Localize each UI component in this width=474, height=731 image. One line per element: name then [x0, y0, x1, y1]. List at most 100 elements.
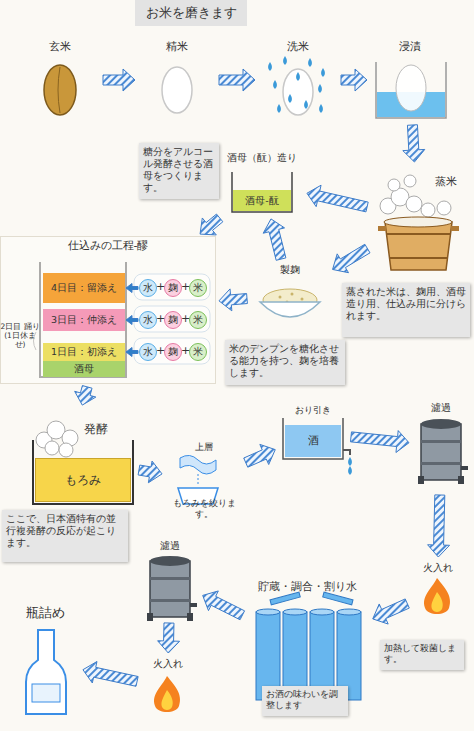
mash-tank: [40, 262, 126, 377]
storage-tanks: [270, 592, 300, 605]
pressing-cloth: [198, 474, 199, 486]
racking-tank: [348, 466, 352, 475]
racking-tank: [283, 418, 343, 459]
plus-sign: +: [156, 312, 163, 325]
tank-layer: 酒母: [43, 361, 125, 377]
washing-rice: [321, 68, 325, 77]
flow-arrow: [75, 386, 96, 406]
ingredient-circle: 米: [189, 311, 207, 329]
node-text: もろみ: [36, 473, 130, 488]
callout-box: ここで、日本酒特有の並行複発酵の反応が起こります。: [2, 510, 128, 562]
node-text: 酒: [285, 434, 341, 448]
filter-tank: [147, 556, 197, 621]
node-text: ここで、日本酒特有の並行複発酵の反応が起こります。: [6, 513, 124, 549]
ingredient-circle: 麹: [164, 279, 182, 297]
node-text: 酒母（酛）造り: [222, 152, 302, 164]
soaking-container: [376, 62, 446, 118]
koji-bowl: [279, 296, 282, 299]
heating-flame: [154, 676, 180, 712]
washing-rice: [283, 69, 313, 115]
node-text: 水: [140, 314, 156, 327]
node-text: 玄米: [22, 40, 98, 54]
flow-arrow: [428, 495, 450, 557]
plus-sign: +: [156, 344, 163, 357]
node-text: 水: [140, 346, 156, 359]
soaking-container: [396, 65, 426, 111]
node-text: 発酵: [0, 422, 108, 437]
node-text: 酒母: [43, 363, 125, 375]
flow-arrow: [341, 69, 367, 91]
node-text: 4日目：留添え: [43, 282, 125, 294]
steamer-bucket: [437, 201, 451, 215]
step-box: 発酵もろみ: [0, 408, 136, 508]
node-text: 糖分をアルコール発酵させる酒母をつくります。: [143, 146, 215, 194]
polished-rice-grain: [162, 67, 192, 113]
fermentation-tank: [59, 443, 73, 457]
node-text: 米のデンプンを糖化させる能力を持つ、麹を培養します。: [229, 343, 341, 379]
step-box: 精米: [138, 38, 216, 122]
step-box: 火入れ: [410, 560, 465, 620]
step-box: 貯蔵・調合・割り水お酒の味わいを調整します: [245, 578, 370, 718]
heating-flame: [424, 578, 450, 614]
storage-tanks: [256, 609, 280, 615]
node-text: 製麹: [252, 264, 328, 277]
plus-sign: +: [181, 280, 188, 293]
callout-box: 糖分をアルコール発酵させる酒母をつくります。: [139, 143, 219, 199]
step-box: 製麹: [250, 262, 330, 328]
filter-tank: [418, 419, 468, 484]
storage-tanks: [323, 592, 353, 605]
node-text: 洗米: [260, 40, 336, 54]
storage-tanks: [310, 609, 334, 615]
koji-bowl: [291, 293, 294, 296]
node-text: 貯蔵・調合・割り水: [247, 580, 368, 594]
tank-liquid: 酒母-酛: [233, 190, 291, 211]
step-box: 濾過: [412, 400, 470, 492]
tank-layer: 1日目：初添え: [43, 343, 125, 361]
step-box: 瓶詰め: [10, 603, 80, 720]
starter-beaker: [232, 172, 292, 212]
ingredient-circle: 水: [139, 311, 157, 329]
filter-tank: [418, 419, 468, 484]
racking-tank: [343, 450, 350, 455]
step-box: 火入れ: [140, 656, 195, 720]
node-text: 1日目：初添え: [43, 346, 125, 358]
flow-arrow: [263, 219, 286, 260]
node-text: 火入れ: [412, 562, 463, 575]
ingredient-circle: 水: [139, 279, 157, 297]
callout-box: 蒸された米は、麹用、酒母造り用、仕込み用に分けられます。: [342, 283, 470, 337]
steamer-bucket: [388, 179, 400, 191]
steamer-bucket: [378, 175, 459, 270]
node-text: 精米: [140, 40, 214, 54]
heading-box: お米を磨きます: [135, 0, 247, 26]
flow-arrow: [203, 591, 245, 620]
callout-box: 加熱して殺菌します。: [380, 640, 464, 670]
node-text: 火入れ: [142, 658, 193, 671]
plus-sign: +: [181, 312, 188, 325]
node-text: 瓶詰め: [12, 605, 78, 621]
step-box: 濾過: [140, 538, 200, 620]
sake-bottle: [32, 684, 60, 702]
node-text: 浸漬: [372, 40, 448, 54]
washing-rice: [304, 100, 308, 109]
storage-tanks: [256, 592, 361, 700]
step-box: 浸漬: [370, 38, 450, 122]
steamer-bucket: [385, 222, 452, 270]
tank-liquid: もろみ: [35, 458, 131, 502]
pressing-cloth: [180, 455, 216, 474]
step-box: 上層もろみを絞ります。: [165, 440, 243, 522]
node-text: 濾過: [414, 402, 468, 415]
node-text: お米を磨きます: [137, 5, 245, 21]
pressing-cloth: [178, 455, 218, 504]
flow-arrow: [219, 289, 247, 311]
racking-tank: [348, 457, 352, 466]
fermentation-tank: [45, 441, 59, 455]
flow-arrow: [103, 69, 135, 91]
flow-arrow: [200, 214, 223, 235]
racking-tank: [283, 418, 352, 475]
flow-arrow: [158, 623, 180, 653]
steamer-bucket: [451, 226, 459, 231]
node-text: おり引き: [280, 405, 346, 416]
flow-arrow: [219, 69, 255, 91]
ingredient-circle: 水: [139, 343, 157, 361]
steamer-bucket: [404, 175, 416, 187]
